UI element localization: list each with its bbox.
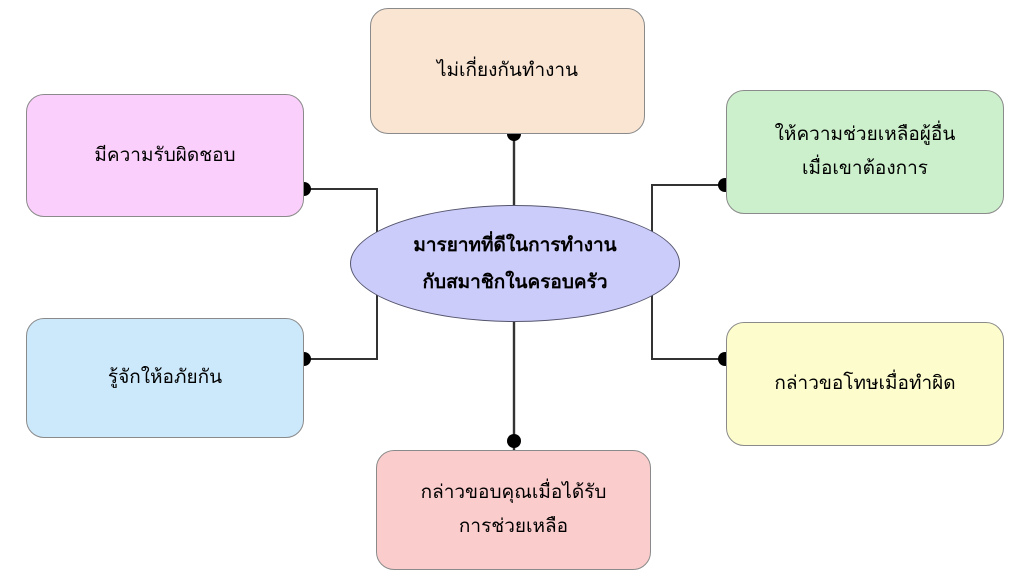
node-top-right[interactable]: ให้ความช่วยเหลือผู้อื่น เมื่อเขาต้องการ (726, 90, 1004, 214)
connector-dot-bottom (507, 434, 521, 448)
node-bottom-right-label: กล่าวขอโทษเมื่อทำผิด (774, 372, 956, 395)
node-top-right-label: ให้ความช่วยเหลือผู้อื่น เมื่อเขาต้องการ (774, 123, 956, 179)
node-top[interactable]: ไม่เกี่ยงกันทำงาน (370, 8, 645, 134)
node-bottom-label: กล่าวขอบคุณเมื่อได้รับ การช่วยเหลือ (420, 481, 607, 537)
node-bottom[interactable]: กล่าวขอบคุณเมื่อได้รับ การช่วยเหลือ (376, 450, 651, 570)
node-top-left-label: มีความรับผิดชอบ (94, 143, 236, 166)
node-bottom-left-label: รู้จักให้อภัยกัน (107, 366, 223, 389)
node-center-label: มารยาทที่ดีในการทำงาน กับสมาชิกในครอบครั… (413, 234, 617, 293)
node-bottom-right[interactable]: กล่าวขอโทษเมื่อทำผิด (726, 322, 1004, 446)
node-top-label: ไม่เกี่ยงกันทำงาน (436, 59, 579, 82)
node-bottom-left[interactable]: รู้จักให้อภัยกัน (26, 318, 304, 438)
node-top-left[interactable]: มีความรับผิดชอบ (26, 94, 304, 217)
node-center[interactable]: มารยาทที่ดีในการทำงาน กับสมาชิกในครอบครั… (350, 205, 680, 322)
